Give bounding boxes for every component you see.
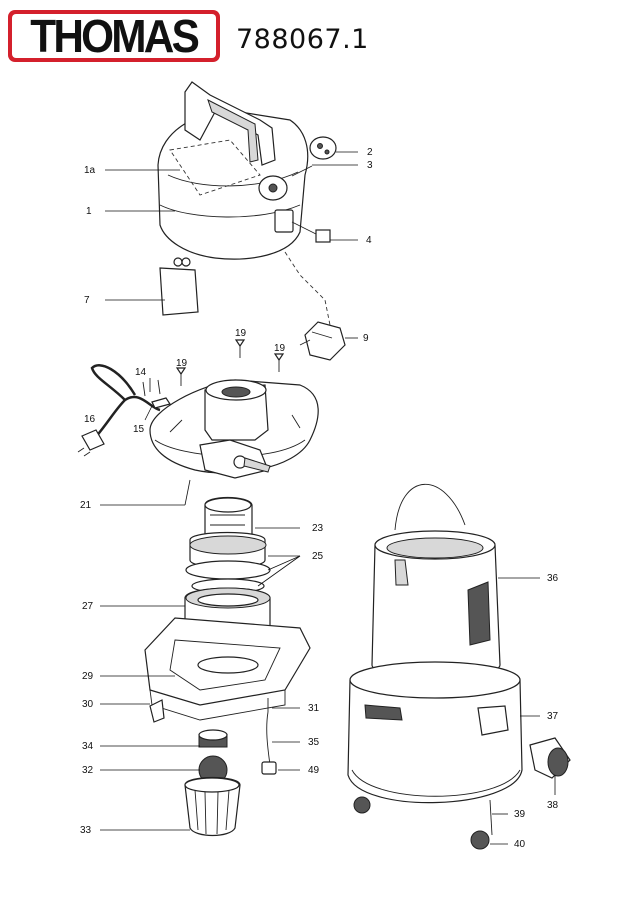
callout-labels: 1a 1 2 3 4 7 9 14 15 16 19 19 19 21 23 2… xyxy=(80,147,559,850)
callout-16: 16 xyxy=(84,414,96,425)
lower-frame xyxy=(144,617,311,721)
power-cord xyxy=(77,364,171,457)
callout-14: 14 xyxy=(135,367,147,378)
tank-body xyxy=(347,661,523,850)
screws-19 xyxy=(175,339,285,386)
callout-19-c: 19 xyxy=(274,343,286,354)
callout-33: 33 xyxy=(80,825,92,836)
document-number: 788067.1 xyxy=(236,24,369,55)
callout-1: 1 xyxy=(86,206,92,217)
callout-40: 40 xyxy=(514,839,526,850)
tank-insert xyxy=(371,484,501,677)
callout-1a: 1a xyxy=(84,165,96,176)
callout-2: 2 xyxy=(367,147,373,158)
hose-connector xyxy=(529,737,571,779)
callout-9: 9 xyxy=(363,333,369,344)
cable-assembly xyxy=(261,698,277,775)
logo-text: THOMAS xyxy=(30,10,201,62)
callout-27: 27 xyxy=(82,601,94,612)
motor xyxy=(189,496,267,569)
page-header: THOMAS 788067.1 xyxy=(0,0,632,72)
callout-30: 30 xyxy=(82,699,94,710)
exploded-parts-diagram: 1a 1 2 3 4 7 9 14 15 16 19 19 19 21 23 2… xyxy=(77,81,571,850)
callout-19-a: 19 xyxy=(235,328,247,339)
callout-15: 15 xyxy=(133,424,145,435)
callout-31: 31 xyxy=(308,703,320,714)
callout-49: 49 xyxy=(308,765,320,776)
callout-35: 35 xyxy=(308,737,320,748)
callout-36: 36 xyxy=(547,573,559,584)
top-cover xyxy=(157,81,309,260)
switch-knob xyxy=(309,136,337,160)
clip-30 xyxy=(149,699,165,723)
callout-38: 38 xyxy=(547,800,559,811)
connector-plug xyxy=(291,221,331,243)
callout-4: 4 xyxy=(366,235,372,246)
callout-19-b: 19 xyxy=(176,358,188,369)
screw-part-3 xyxy=(291,165,313,177)
callout-7: 7 xyxy=(84,295,90,306)
logo-panel: THOMAS xyxy=(12,10,216,62)
callout-21: 21 xyxy=(80,500,92,511)
valve-34 xyxy=(198,729,228,748)
thomas-logo: THOMAS xyxy=(8,10,220,62)
callout-3: 3 xyxy=(367,160,373,171)
callout-39: 39 xyxy=(514,809,526,820)
switch-module xyxy=(299,321,346,361)
callout-29: 29 xyxy=(82,671,94,682)
callout-32: 32 xyxy=(82,765,94,776)
float-basket xyxy=(184,776,241,837)
gasket-25a xyxy=(185,560,271,580)
filter-flap xyxy=(159,257,199,316)
callout-25: 25 xyxy=(312,551,324,562)
callout-34: 34 xyxy=(82,741,94,752)
leader-lines xyxy=(100,151,556,845)
callout-37: 37 xyxy=(547,711,559,722)
dashed-link-9 xyxy=(284,251,331,326)
motor-plate xyxy=(149,379,319,479)
callout-23: 23 xyxy=(312,523,324,534)
